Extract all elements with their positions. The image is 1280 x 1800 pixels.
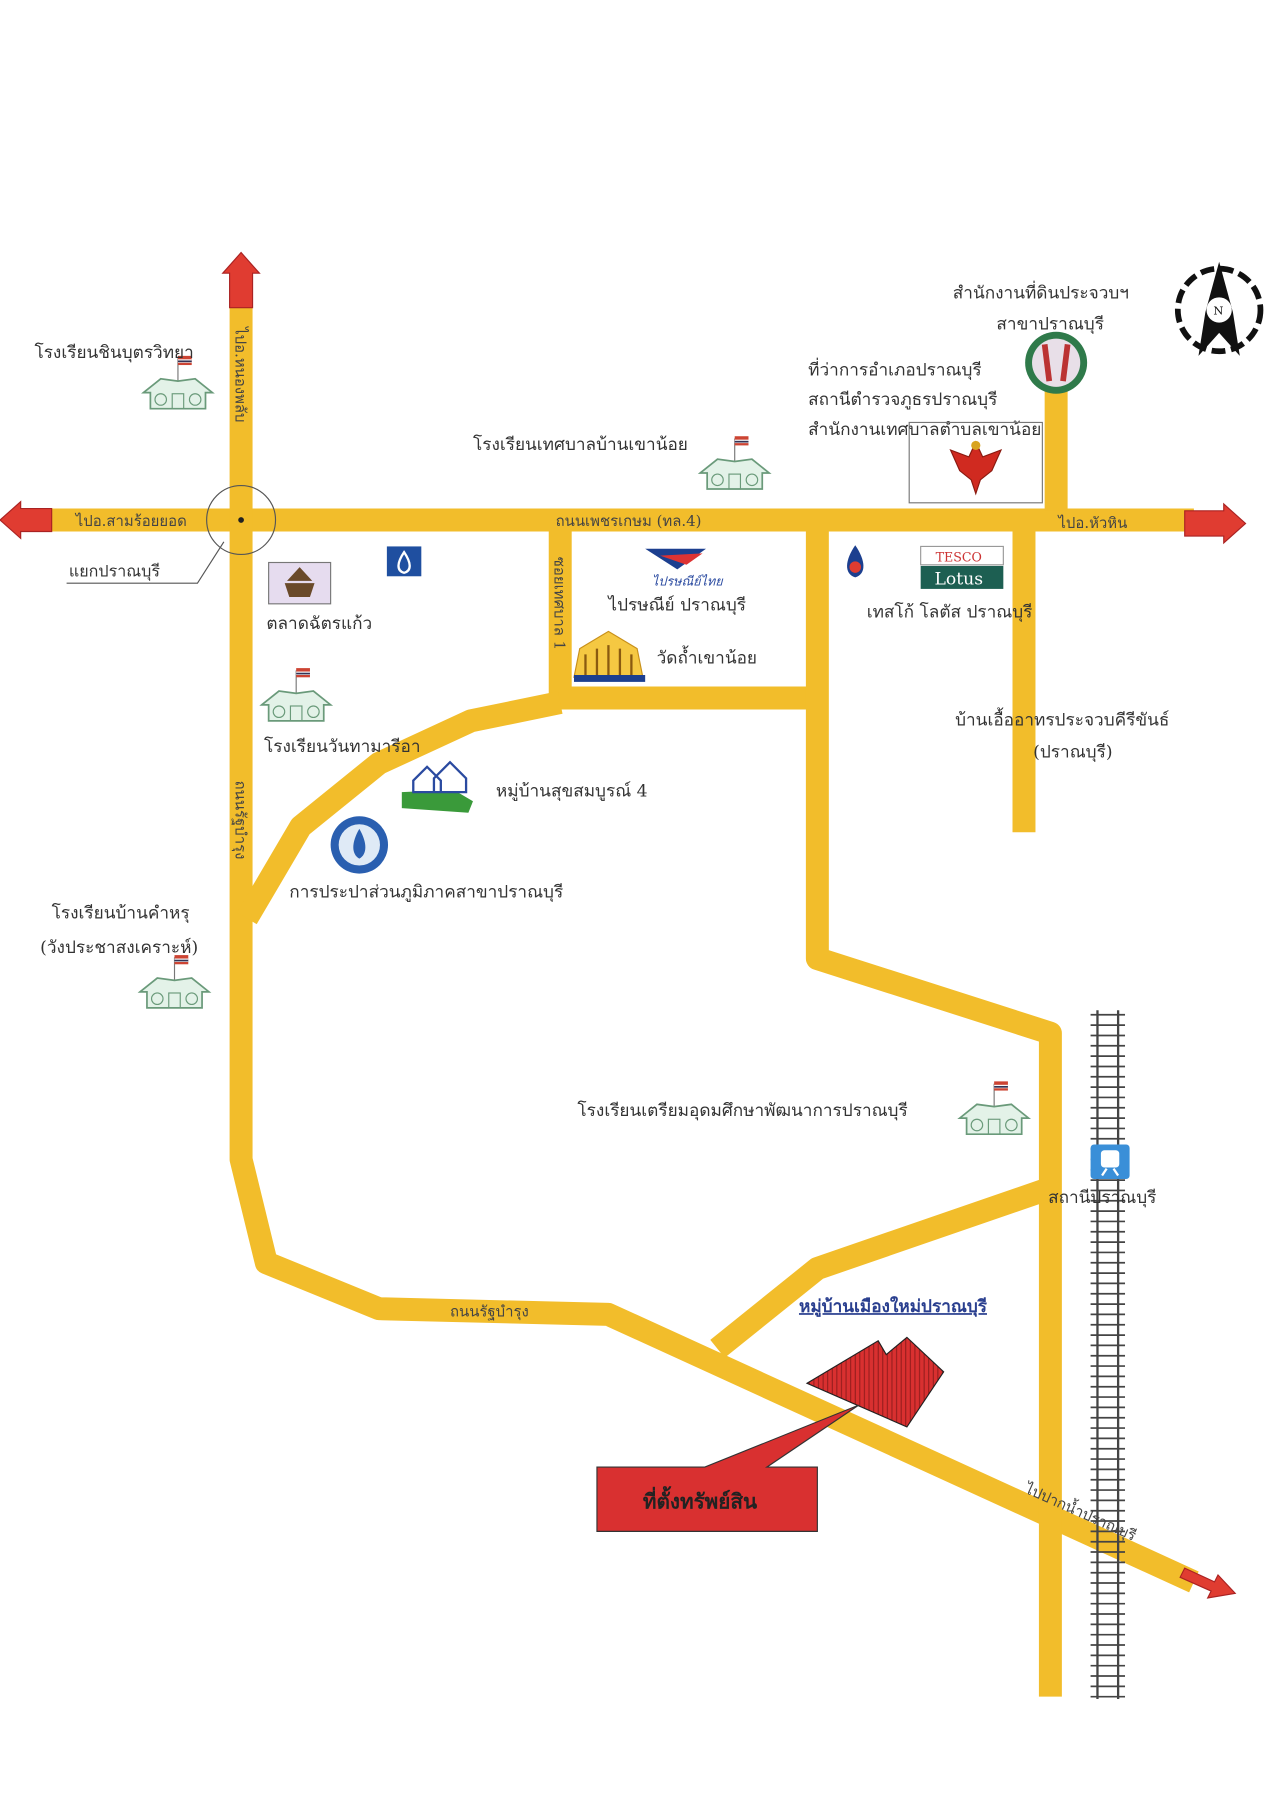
school-icon — [260, 667, 332, 722]
label-soi-1: ซอยเทศบาล 1 — [550, 557, 568, 650]
tesco-lotus-logo: TESCO Lotus — [920, 545, 1004, 589]
svg-text:ไปรษณีย์ไทย: ไปรษณีย์ไทย — [652, 573, 724, 588]
arrow-east-icon — [1184, 502, 1247, 545]
label-village-muangmai: หมู่บ้านเมืองใหม่ปราณบุรี — [799, 1296, 988, 1318]
svg-text:TESCO: TESCO — [936, 549, 982, 564]
ptt-gas-station-icon — [847, 545, 864, 578]
label-police-station: สถานีตำรวจภูธรปราณบุรี — [808, 390, 997, 410]
label-eua-arthorn-2: (ปราณบุรี) — [1033, 743, 1112, 763]
train-station-icon — [1090, 1144, 1130, 1179]
label-school-wantha: โรงเรียนวันทามารีอา — [264, 736, 421, 757]
road-ratbamrung — [229, 292, 1199, 1593]
garuda-emblem-icon — [949, 440, 1003, 496]
label-station: สถานีปราณบุรี — [1048, 1188, 1156, 1208]
bank-icon — [386, 546, 422, 577]
temple-icon — [573, 630, 646, 682]
school-icon — [958, 1080, 1030, 1136]
label-phetkasem: ถนนเพชรเกษม (ทล.4) — [556, 512, 702, 530]
road-east-inner — [805, 531, 1062, 1697]
label-temple: วัดถ้ำเขาน้อย — [657, 646, 757, 669]
label-post-office: ไปรษณีย์ ปราณบุรี — [606, 595, 746, 616]
label-to-huahin: ไปอ.หัวหิน — [1057, 514, 1127, 532]
label-junction: แยกปราณบุรี — [69, 561, 160, 581]
label-land-office: สำนักงานที่ดินประจวบฯ — [953, 280, 1129, 303]
label-ratbamrung: ถนนรัฐบำรุง — [450, 1303, 529, 1321]
arrow-west-icon — [0, 500, 53, 540]
label-waterworks: การประปาส่วนภูมิภาคสาขาปราณบุรี — [289, 883, 563, 903]
label-land-office-branch: สาขาปราณบุรี — [996, 314, 1104, 334]
garuda-box — [908, 421, 1043, 504]
junction-circle — [206, 485, 277, 556]
label-school-khamru: โรงเรียนบ้านคำหรุ — [52, 902, 190, 923]
svg-text:Lotus: Lotus — [934, 569, 983, 589]
arrow-southeast-icon — [1179, 1567, 1237, 1599]
label-school-triam: โรงเรียนเตรียมอุดมศึกษาพัฒนาการปราณบุรี — [577, 1100, 907, 1121]
school-icon — [142, 355, 214, 410]
junction-leader — [66, 541, 225, 584]
svg-text:N: N — [1213, 304, 1223, 318]
school-icon — [139, 954, 210, 1009]
label-eua-arthorn: บ้านเอื้ออาทรประจวบคีรีขันธ์ — [955, 708, 1169, 731]
label-market: ตลาดฉัตรแก้ว — [266, 614, 372, 634]
road-muangmai — [710, 1177, 1055, 1358]
arrow-north-icon — [221, 251, 261, 309]
railway — [1090, 1010, 1126, 1699]
label-tesco-lotus: เทสโก้ โลตัส ปราณบุรี — [867, 602, 1033, 623]
thailand-post-logo-icon: ไปรษณีย์ไทย — [645, 548, 724, 588]
label-school-municipal: โรงเรียนเทศบาลบ้านเขาน้อย — [473, 434, 688, 455]
label-property: ที่ตั้งทรัพย์สิน — [643, 1485, 757, 1513]
label-village-suksomboon: หมู่บ้านสุขสมบูรณ์ 4 — [496, 782, 648, 802]
property-callout — [596, 1404, 860, 1532]
road-curve — [236, 691, 563, 925]
north-compass-icon: N — [1174, 261, 1264, 356]
label-to-nongphlap: ไปอ.หนองพลับ — [231, 326, 249, 422]
label-district-office: ที่ว่าการอำเภอปราณบุรี — [808, 357, 981, 380]
school-icon — [699, 435, 771, 490]
land-office-seal-icon — [1025, 331, 1088, 394]
label-municipal-office: สำนักงานเทศบาลตำบลเขาน้อย — [808, 420, 1041, 440]
road-soi-1 — [548, 531, 818, 710]
label-to-samroiyot: ไปอ.สามร้อยยอด — [75, 512, 187, 530]
village-icon — [401, 760, 473, 813]
market-icon — [268, 561, 332, 605]
property-parcel — [805, 1336, 945, 1428]
label-ratbamrung-vertical: ถนนรัฐบำรุง — [231, 781, 249, 860]
label-school-khamru-2: (วังประชาสงเคราะห์) — [40, 938, 198, 958]
label-school-chinbut: โรงเรียนชินบุตรวิทยา — [34, 342, 193, 363]
waterworks-logo-icon — [330, 816, 389, 874]
